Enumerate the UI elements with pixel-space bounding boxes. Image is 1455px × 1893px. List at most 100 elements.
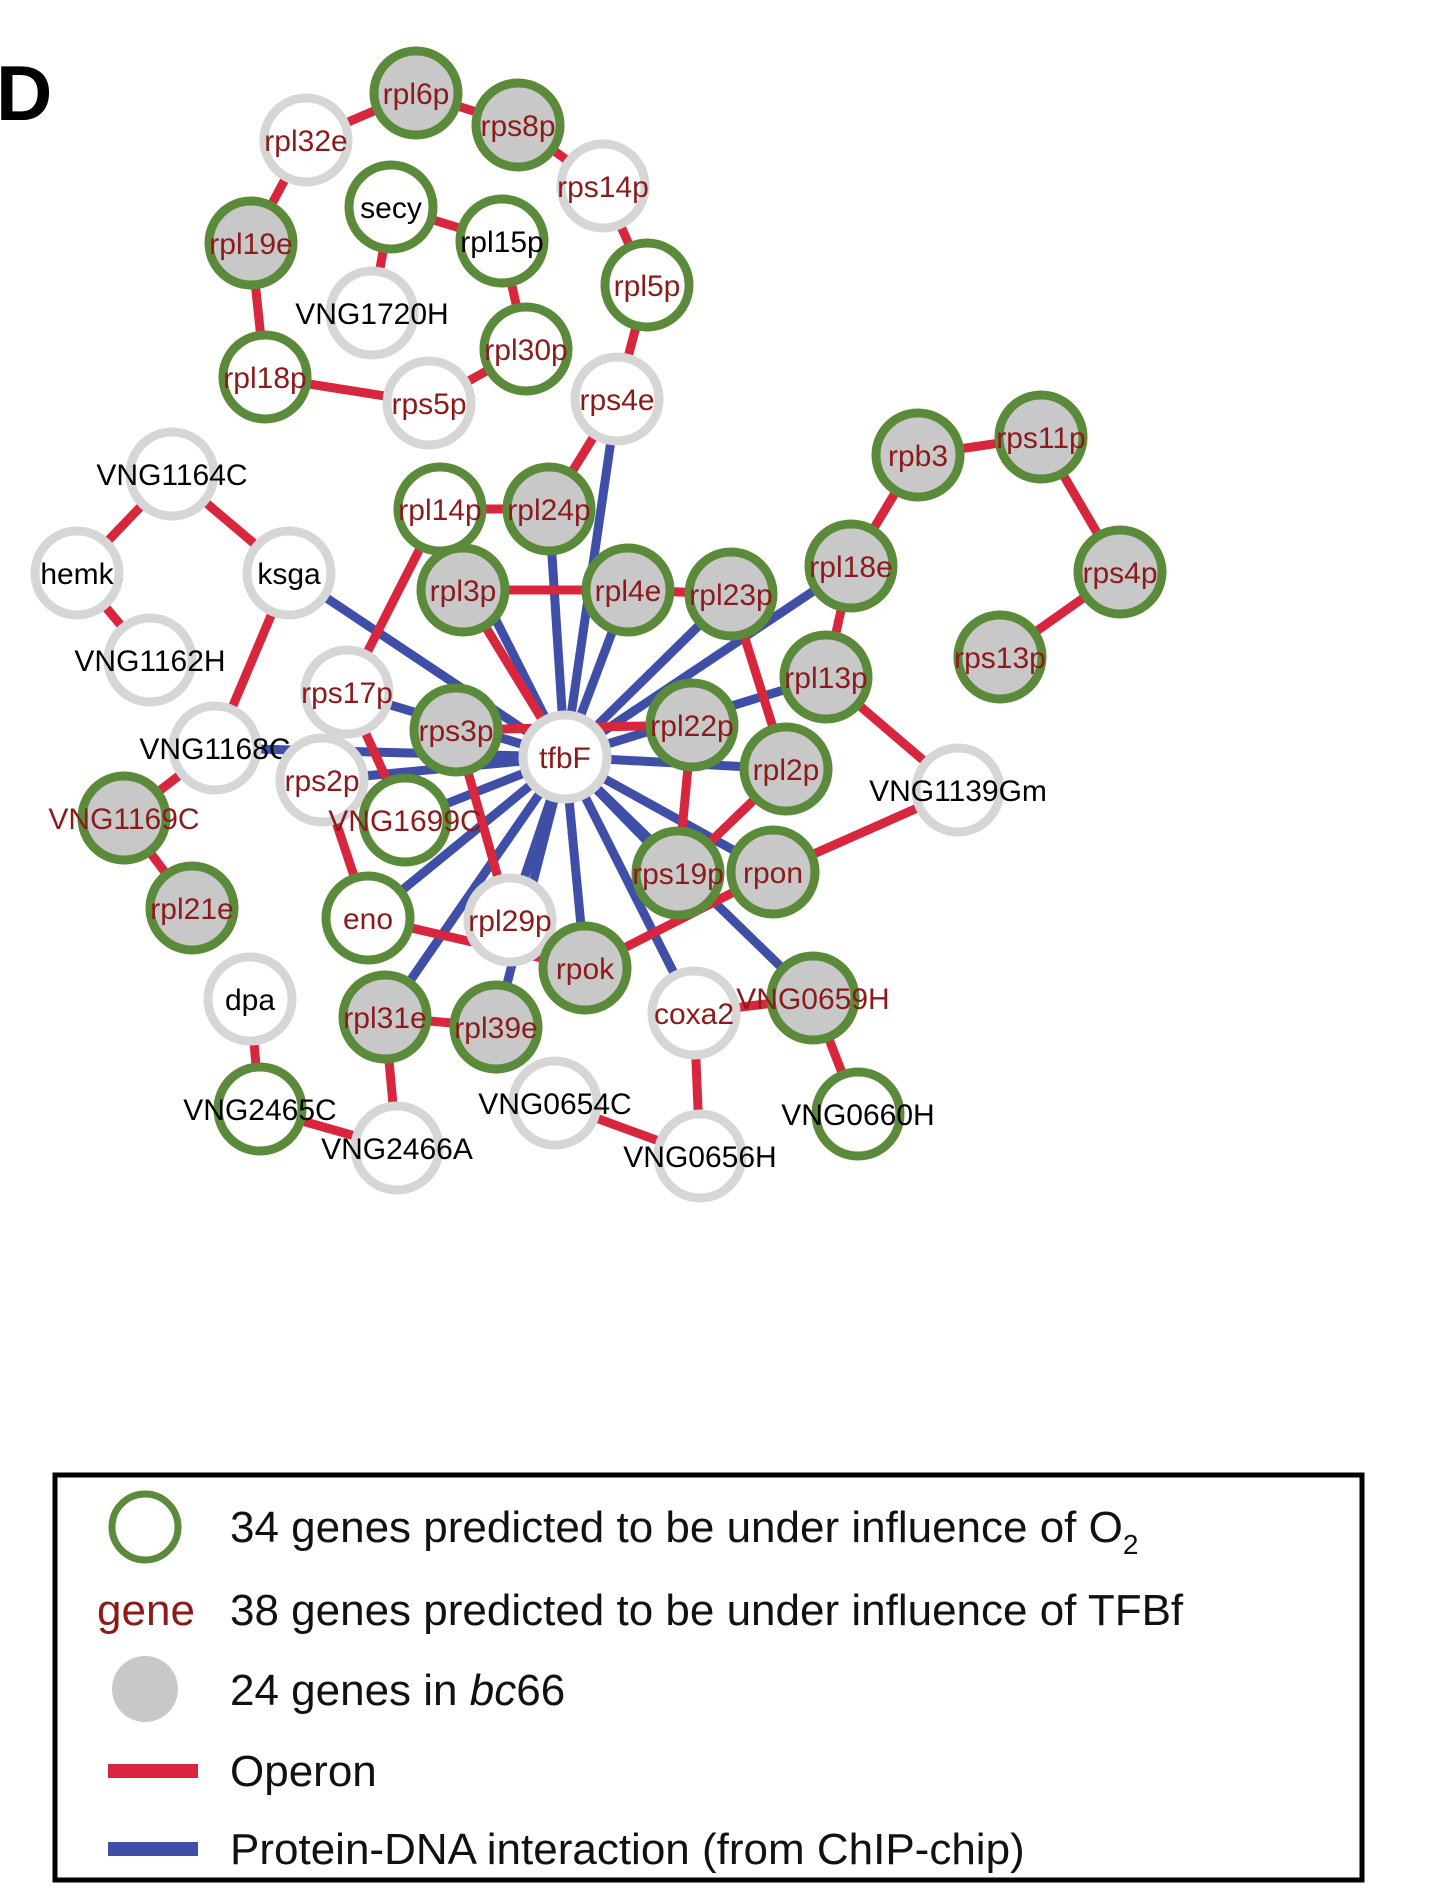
node-label-hemk: hemk <box>40 558 114 591</box>
legend-bc66-label: 24 genes in bc66 <box>230 1666 565 1715</box>
node-rps2p[interactable]: rps2p <box>275 733 369 827</box>
node-rpl30p[interactable]: rpl30p <box>479 302 573 396</box>
node-rpl23p[interactable]: rpl23p <box>684 547 778 641</box>
node-hemk[interactable]: hemk <box>30 526 124 620</box>
node-label-ksga: ksga <box>257 558 321 591</box>
node-coxa2[interactable]: coxa2 <box>647 966 741 1060</box>
node-rps17p[interactable]: rps17p <box>300 645 394 739</box>
node-rps11p[interactable]: rps11p <box>994 390 1088 484</box>
node-VNG1168C[interactable]: VNG1168C <box>139 701 291 795</box>
legend-tfbf-text: 38 genes predicted to be under influence… <box>230 1586 1184 1635</box>
node-rpl24p[interactable]: rpl24p <box>502 462 596 556</box>
node-VNG0660H[interactable]: VNG0660H <box>781 1067 935 1161</box>
node-ring-VNG1162H <box>103 613 197 707</box>
node-label-rpl23p: rpl23p <box>689 579 772 612</box>
node-rps13p[interactable]: rps13p <box>953 610 1047 704</box>
node-VNG1162H[interactable]: VNG1162H <box>74 613 226 707</box>
legend-o2-label: 34 genes predicted to be under influence… <box>230 1503 1138 1560</box>
legend-o2-swatch <box>108 1490 182 1564</box>
node-VNG0654C[interactable]: VNG0654C <box>478 1056 632 1150</box>
node-label-rps3p: rps3p <box>418 715 493 748</box>
node-ksga[interactable]: ksga <box>242 526 336 620</box>
node-rps4p[interactable]: rps4p <box>1073 525 1167 619</box>
node-rps4e[interactable]: rps4e <box>570 352 664 446</box>
node-VNG1169C[interactable]: VNG1169C <box>48 771 200 865</box>
node-ring-VNG2465C <box>213 1062 307 1156</box>
node-rpl18p[interactable]: rpl18p <box>218 330 312 424</box>
node-rpok[interactable]: rpok <box>538 921 632 1015</box>
node-ring-eno <box>321 871 415 965</box>
node-label-VNG1720H: VNG1720H <box>295 298 448 331</box>
node-rps5p[interactable]: rps5p <box>382 356 476 450</box>
legend-bc66-prefix: 24 genes in <box>230 1666 470 1715</box>
node-VNG2465C[interactable]: VNG2465C <box>183 1062 337 1156</box>
node-rpl22p[interactable]: rpl22p <box>645 678 739 772</box>
node-VNG1164C[interactable]: VNG1164C <box>96 427 248 521</box>
legend: 34 genes predicted to be under influence… <box>52 1472 1365 1883</box>
node-label-rpl30p: rpl30p <box>484 334 567 367</box>
node-rpl21e[interactable]: rpl21e <box>145 861 239 955</box>
node-rps19p[interactable]: rps19p <box>631 826 725 920</box>
node-label-rpl2p: rpl2p <box>753 754 820 787</box>
node-ring-rpl29p <box>463 873 557 967</box>
node-label-rpl29p: rpl29p <box>468 905 551 938</box>
node-ring-VNG1720H <box>325 266 419 360</box>
node-rpl3p[interactable]: rpl3p <box>416 543 510 637</box>
node-rpl32e[interactable]: rpl32e <box>259 93 353 187</box>
node-tfbF[interactable]: tfbF <box>518 710 612 804</box>
node-rpl29p[interactable]: rpl29p <box>463 873 557 967</box>
node-rpl15p[interactable]: rpl15p <box>455 194 549 288</box>
node-ring-rpl31e <box>338 970 432 1064</box>
node-ring-VNG1169C <box>77 771 171 865</box>
node-rpl19e[interactable]: rpl19e <box>204 196 298 290</box>
node-label-rpl3p: rpl3p <box>430 575 497 608</box>
node-ring-rps11p <box>994 390 1088 484</box>
node-eno[interactable]: eno <box>321 871 415 965</box>
node-label-VNG1699C: VNG1699C <box>328 805 481 838</box>
node-rpl13p[interactable]: rpl13p <box>779 630 873 724</box>
legend-o2-text: 34 genes predicted to be under influence… <box>230 1503 1123 1552</box>
node-ring-rpl2p <box>739 722 833 816</box>
node-label-rps19p: rps19p <box>632 858 724 891</box>
node-rps8p[interactable]: rps8p <box>471 78 565 172</box>
node-label-rpl19e: rpl19e <box>209 228 292 261</box>
node-rpl31e[interactable]: rpl31e <box>338 970 432 1064</box>
node-rps3p[interactable]: rps3p <box>409 683 503 777</box>
node-rpl18e[interactable]: rpl18e <box>804 519 898 613</box>
node-rpl4e[interactable]: rpl4e <box>581 543 675 637</box>
node-VNG0659H[interactable]: VNG0659H <box>736 951 890 1045</box>
node-dpa[interactable]: dpa <box>203 952 297 1046</box>
node-rpon[interactable]: rpon <box>726 825 820 919</box>
panel-label: D <box>0 49 52 137</box>
node-label-VNG1164C: VNG1164C <box>96 459 247 492</box>
node-rpb3[interactable]: rpb3 <box>871 408 965 502</box>
node-label-dpa: dpa <box>225 984 275 1017</box>
node-label-rpl31e: rpl31e <box>343 1002 426 1035</box>
legend-operon-text: Operon <box>230 1747 377 1796</box>
node-label-rpl18p: rpl18p <box>223 362 306 395</box>
node-rpl6p[interactable]: rpl6p <box>369 46 463 140</box>
node-ring-rps14p <box>556 139 650 233</box>
node-label-secy: secy <box>360 192 422 225</box>
node-VNG1720H[interactable]: VNG1720H <box>295 266 449 360</box>
node-rpl14p[interactable]: rpl14p <box>393 462 487 556</box>
node-ring-rpb3 <box>871 408 965 502</box>
node-VNG0656H[interactable]: VNG0656H <box>623 1109 777 1203</box>
node-label-VNG0654C: VNG0654C <box>478 1088 631 1121</box>
node-rpl5p[interactable]: rpl5p <box>600 238 694 332</box>
legend-bc66-swatch <box>112 1656 178 1722</box>
node-label-rps2p: rps2p <box>284 765 359 798</box>
node-secy[interactable]: secy <box>344 160 438 254</box>
node-VNG1139Gm[interactable]: VNG1139Gm <box>869 743 1047 837</box>
node-ring-rpl18e <box>804 519 898 613</box>
node-VNG2466A[interactable]: VNG2466A <box>321 1101 473 1195</box>
node-label-VNG1162H: VNG1162H <box>74 645 225 678</box>
node-rps14p[interactable]: rps14p <box>556 139 650 233</box>
node-rpl39e[interactable]: rpl39e <box>449 980 543 1074</box>
node-label-rpl32e: rpl32e <box>264 125 347 158</box>
node-rpl2p[interactable]: rpl2p <box>739 722 833 816</box>
node-ring-rpl5p <box>600 238 694 332</box>
node-label-rps17p: rps17p <box>301 677 393 710</box>
node-ring-rpl21e <box>145 861 239 955</box>
node-VNG1699C[interactable]: VNG1699C <box>328 773 482 867</box>
